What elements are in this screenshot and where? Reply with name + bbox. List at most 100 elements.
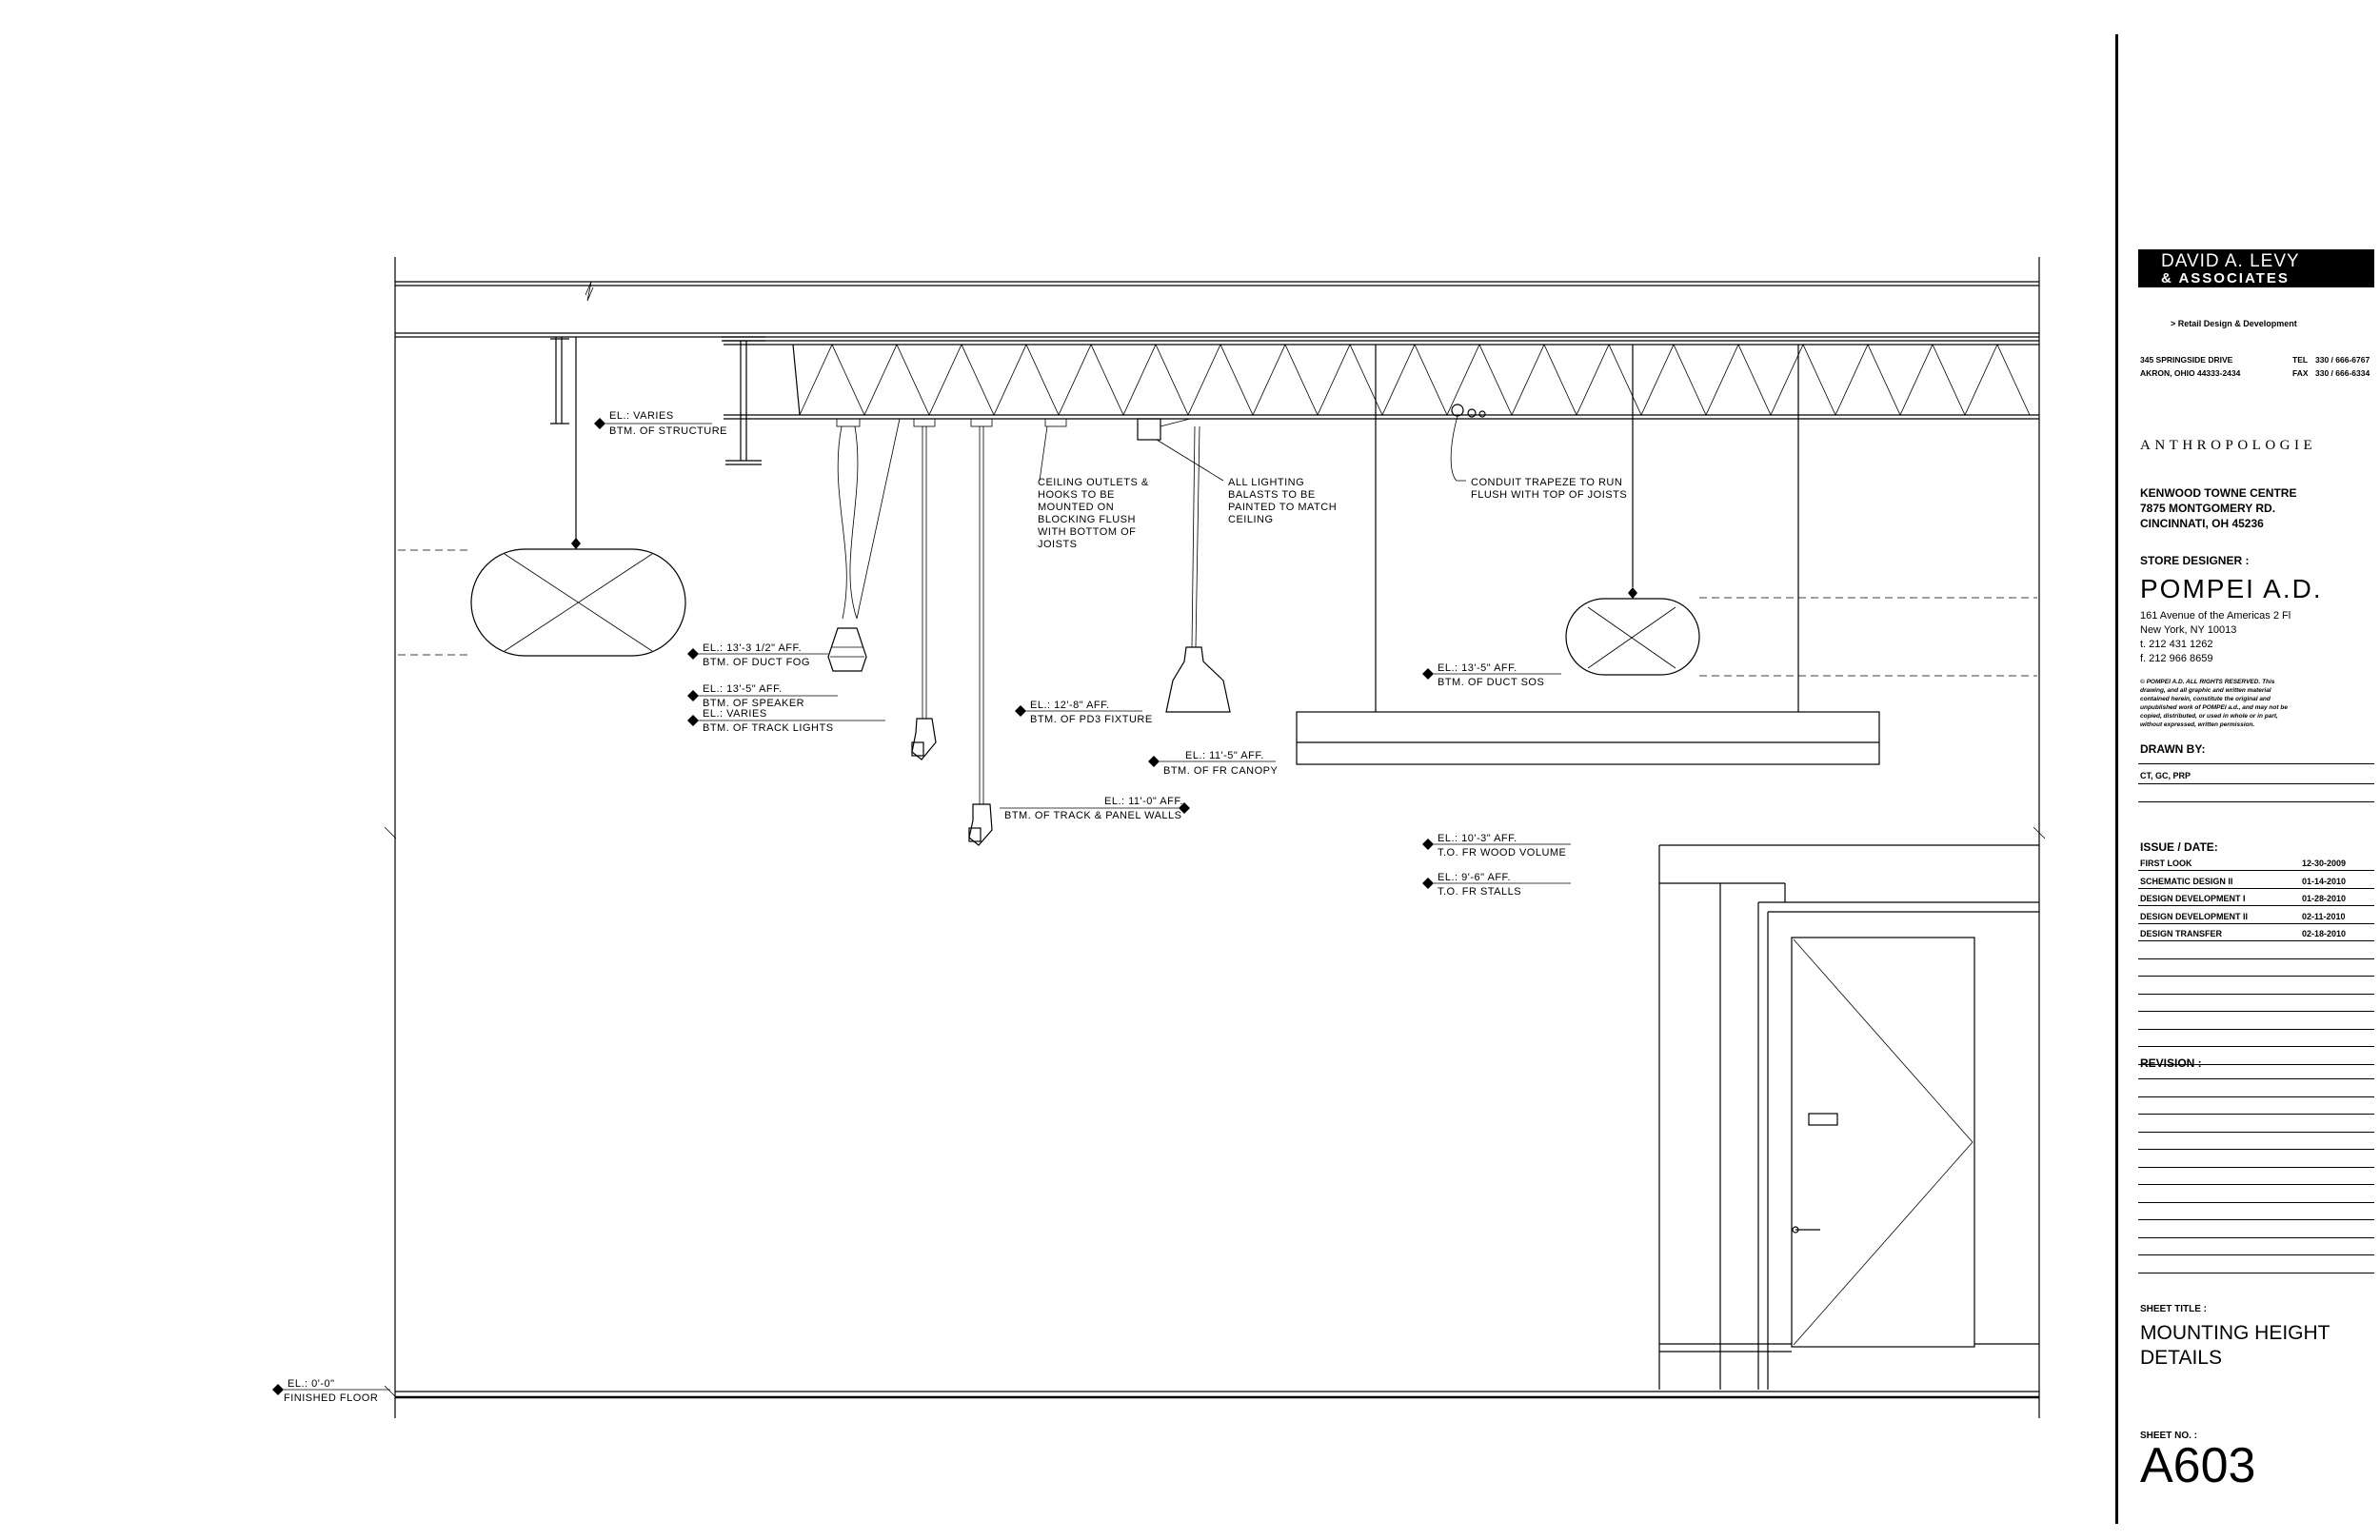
finished-floor (384, 826, 2046, 1399)
fitting-room-canopy (1296, 345, 1880, 765)
issue-date: 01-14-2010 (2302, 876, 2347, 886)
fitting-room-stall (1658, 844, 2039, 1390)
issue-name: SCHEMATIC DESIGN II (2140, 876, 2233, 886)
annotations: EL.: VARIES BTM. OF STRUCTURE EL.: 13'-3… (272, 410, 1627, 1404)
firm-tel: 330 / 666-6767 (2315, 355, 2370, 365)
divider (2138, 958, 2374, 959)
note-canopy: EL.: 11'-5" AFF. BTM. OF FR CANOPY (1148, 750, 1278, 777)
speaker (827, 418, 901, 672)
issue-row: FIRST LOOK 12-30-2009 (2140, 859, 2369, 868)
divider (2138, 1046, 2374, 1047)
firm-address-1: 345 SPRINGSIDE DRIVE (2140, 355, 2233, 365)
sheet-title-label: SHEET TITLE : (2140, 1304, 2207, 1314)
note-line: CONDUIT TRAPEZE TO RUN (1471, 477, 1622, 488)
joist-truss (724, 340, 2039, 420)
designer-address: 161 Avenue of the Americas 2 Fl (2140, 610, 2291, 622)
sheet-title: MOUNTING HEIGHT DETAILS (2140, 1321, 2330, 1371)
firm-name-line1: DAVID A. LEVY (2161, 251, 2300, 271)
svg-text:BTM. OF TRACK LIGHTS: BTM. OF TRACK LIGHTS (703, 722, 834, 734)
svg-text:EL.: VARIES: EL.: VARIES (703, 708, 767, 720)
svg-text:BTM. OF TRACK & PANEL WALLS: BTM. OF TRACK & PANEL WALLS (1004, 810, 1181, 821)
note-line: BALASTS TO BE (1228, 489, 1316, 501)
firm-fax: 330 / 666-6334 (2315, 368, 2370, 378)
track-light-1 (911, 418, 937, 760)
divider (2138, 801, 2374, 802)
divider (2138, 1254, 2374, 1255)
door-sign (1808, 1113, 1838, 1126)
divider (2138, 976, 2374, 977)
divider (2138, 870, 2374, 871)
svg-text:T.O. FR STALLS: T.O. FR STALLS (1438, 886, 1521, 898)
location-line: CINCINNATI, OH 45236 (2140, 517, 2264, 530)
copyright-notice: © POMPEI A.D. ALL RIGHTS RESERVED. This … (2140, 679, 2288, 728)
designer-fax: f. 212 966 8659 (2140, 653, 2213, 664)
note-wood: EL.: 10'-3" AFF. T.O. FR WOOD VOLUME (1422, 833, 1571, 859)
pd3-fixture (1137, 418, 1231, 713)
sheet-title-line: MOUNTING HEIGHT (2140, 1322, 2330, 1344)
note-line: WITH BOTTOM OF (1038, 526, 1136, 538)
title-block: DAVID A. LEVY & ASSOCIATES > Retail Desi… (2115, 0, 2380, 1540)
divider (2138, 1114, 2374, 1115)
designer-city: New York, NY 10013 (2140, 624, 2237, 636)
svg-text:EL.: 12'-8" AFF.: EL.: 12'-8" AFF. (1030, 700, 1110, 711)
divider (2138, 1078, 2374, 1079)
divider (2138, 1201, 2374, 1203)
svg-text:BTM. OF DUCT FOG: BTM. OF DUCT FOG (703, 657, 810, 668)
note-line: BLOCKING FLUSH (1038, 514, 1136, 525)
svg-text:EL.: 9'-6" AFF.: EL.: 9'-6" AFF. (1438, 872, 1511, 883)
divider (2138, 1184, 2374, 1185)
divider (2138, 922, 2374, 924)
fax-label: FAX (2292, 368, 2309, 378)
sheet-number: A603 (2140, 1438, 2256, 1493)
store-location: KENWOOD TOWNE CENTRE 7875 MONTGOMERY RD.… (2140, 485, 2296, 531)
firm-logo: DAVID A. LEVY & ASSOCIATES (2138, 249, 2374, 287)
firm-tagline: > Retail Design & Development (2171, 319, 2297, 328)
note-duct-sos: EL.: 13'-5" AFF. BTM. OF DUCT SOS (1422, 662, 1561, 688)
divider (2138, 887, 2374, 889)
title-block-border (2115, 34, 2118, 1524)
divider (2138, 763, 2374, 764)
note-stalls: EL.: 9'-6" AFF. T.O. FR STALLS (1422, 872, 1571, 898)
divider (2138, 783, 2374, 784)
firm-name-line2: & ASSOCIATES (2161, 270, 2290, 286)
duct-sos (1565, 345, 2037, 677)
revision-label: REVISION : (2140, 1056, 2202, 1070)
structure-hanger (550, 337, 569, 424)
svg-text:EL.: 13'-3 1/2" AFF.: EL.: 13'-3 1/2" AFF. (703, 642, 802, 654)
sheet-number-label: SHEET NO. : (2140, 1431, 2198, 1441)
divider (2138, 1011, 2374, 1012)
note-speaker: EL.: 13'-5" AFF. BTM. OF SPEAKER (687, 683, 838, 709)
issue-name: DESIGN TRANSFER (2140, 929, 2223, 938)
note-structure: EL.: VARIES BTM. OF STRUCTURE (594, 410, 727, 437)
issue-date: 12-30-2009 (2302, 859, 2347, 868)
tel-label: TEL (2292, 355, 2309, 365)
note-line: PAINTED TO MATCH (1228, 502, 1337, 513)
client-name: ANTHROPOLOGIE (2140, 438, 2317, 453)
note-pd3: EL.: 12'-8" AFF. BTM. OF PD3 FIXTURE (1015, 700, 1153, 725)
svg-text:BTM. OF PD3 FIXTURE: BTM. OF PD3 FIXTURE (1030, 714, 1153, 725)
svg-text:FINISHED FLOOR: FINISHED FLOOR (284, 1392, 378, 1404)
divider (2138, 1131, 2374, 1133)
divider (2138, 1236, 2374, 1238)
issue-name: FIRST LOOK (2140, 859, 2192, 868)
issue-name: DESIGN DEVELOPMENT II (2140, 911, 2249, 921)
svg-text:T.O. FR WOOD VOLUME: T.O. FR WOOD VOLUME (1438, 847, 1566, 859)
ceiling-outlet (1044, 418, 1067, 427)
designer-name: POMPEI A.D. (2140, 574, 2323, 603)
note-line: JOISTS (1038, 539, 1078, 550)
svg-text:EL.: VARIES: EL.: VARIES (609, 410, 674, 422)
firm-address-2: AKRON, OHIO 44333-2434 (2140, 368, 2241, 378)
divider (2138, 905, 2374, 906)
location-line: KENWOOD TOWNE CENTRE (2140, 486, 2297, 500)
svg-text:EL.: 13'-5" AFF.: EL.: 13'-5" AFF. (703, 683, 783, 695)
svg-text:EL.: 10'-3" AFF.: EL.: 10'-3" AFF. (1438, 833, 1517, 844)
svg-text:BTM. OF STRUCTURE: BTM. OF STRUCTURE (609, 425, 727, 437)
issue-row: SCHEMATIC DESIGN II 01-14-2010 (2140, 877, 2369, 886)
track-light-2 (968, 418, 993, 846)
note-line: MOUNTED ON (1038, 502, 1114, 513)
